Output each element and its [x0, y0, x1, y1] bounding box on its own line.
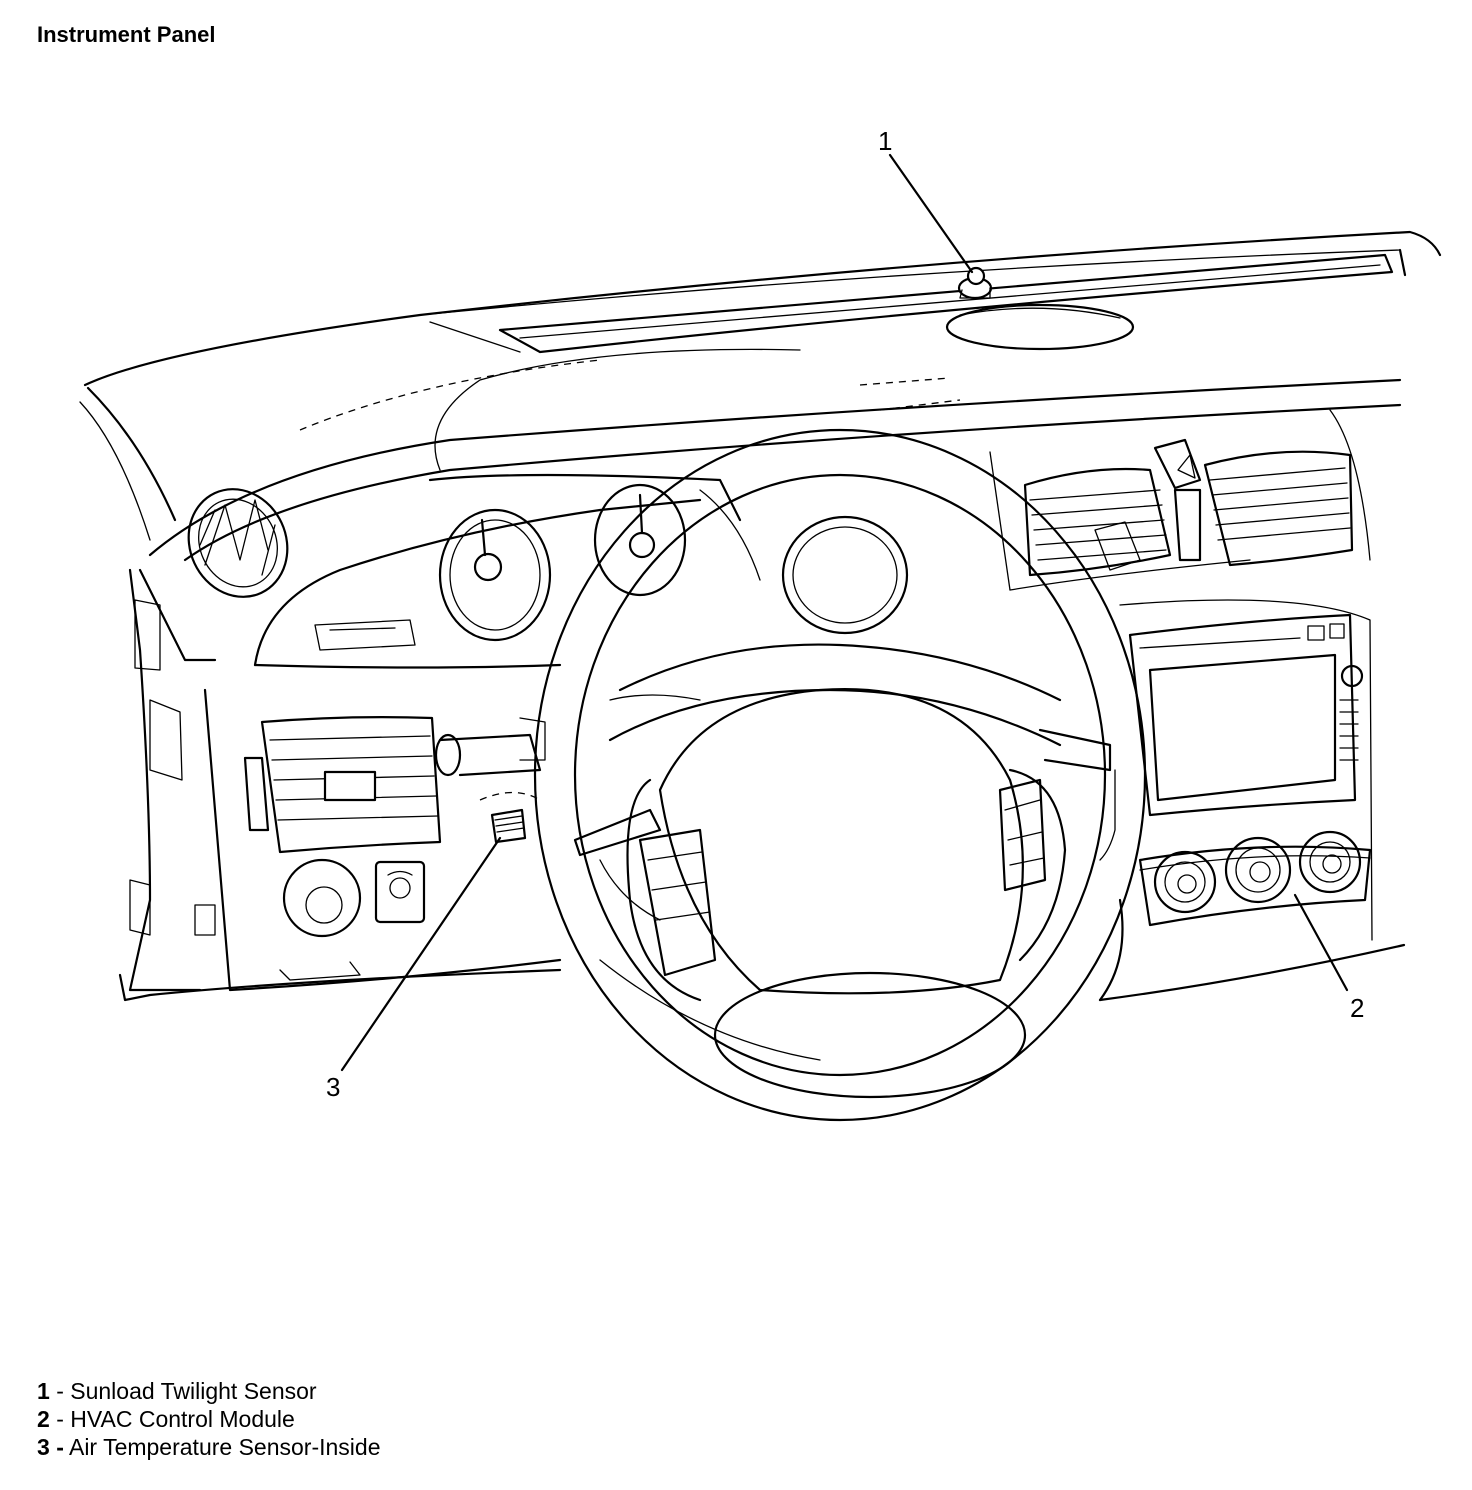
leader-line-3 [340, 836, 502, 1072]
legend-number: 3 [37, 1434, 50, 1460]
sunload-twilight-sensor [957, 266, 993, 300]
leader-line-2 [1293, 893, 1349, 992]
legend-item: 2 - HVAC Control Module [37, 1405, 380, 1433]
left-side-vent [187, 488, 289, 598]
legend: 1 - Sunload Twilight Sensor 2 - HVAC Con… [37, 1377, 380, 1461]
instrument-panel-body [118, 348, 1406, 1002]
legend-label: HVAC Control Module [70, 1406, 295, 1432]
hvac-control-module [1138, 830, 1372, 927]
legend-separator: - [56, 1406, 64, 1432]
center-vents [1023, 438, 1354, 577]
radio-display-unit [1128, 613, 1364, 817]
legend-number: 1 [37, 1378, 50, 1404]
defrost-oval [945, 303, 1135, 351]
steering-wheel [533, 428, 1147, 1122]
left-lower-vent [243, 716, 442, 938]
legend-separator: - [56, 1434, 64, 1460]
legend-item: 1 - Sunload Twilight Sensor [37, 1377, 380, 1405]
air-temperature-sensor-inside [479, 791, 541, 844]
leader-line-1 [888, 153, 974, 274]
legend-label: Sunload Twilight Sensor [70, 1378, 317, 1404]
callout-1: 1 [878, 126, 892, 156]
callout-2: 2 [1350, 993, 1364, 1023]
legend-item: 3 - Air Temperature Sensor-Inside [37, 1433, 380, 1461]
legend-separator: - [56, 1378, 64, 1404]
callout-3: 3 [326, 1072, 340, 1102]
page-title: Instrument Panel [37, 22, 216, 47]
legend-label: Air Temperature Sensor-Inside [68, 1434, 381, 1460]
legend-number: 2 [37, 1406, 50, 1432]
instrument-cluster [314, 473, 909, 651]
leader-lines [340, 153, 1349, 1072]
dashboard-top [79, 230, 1442, 541]
